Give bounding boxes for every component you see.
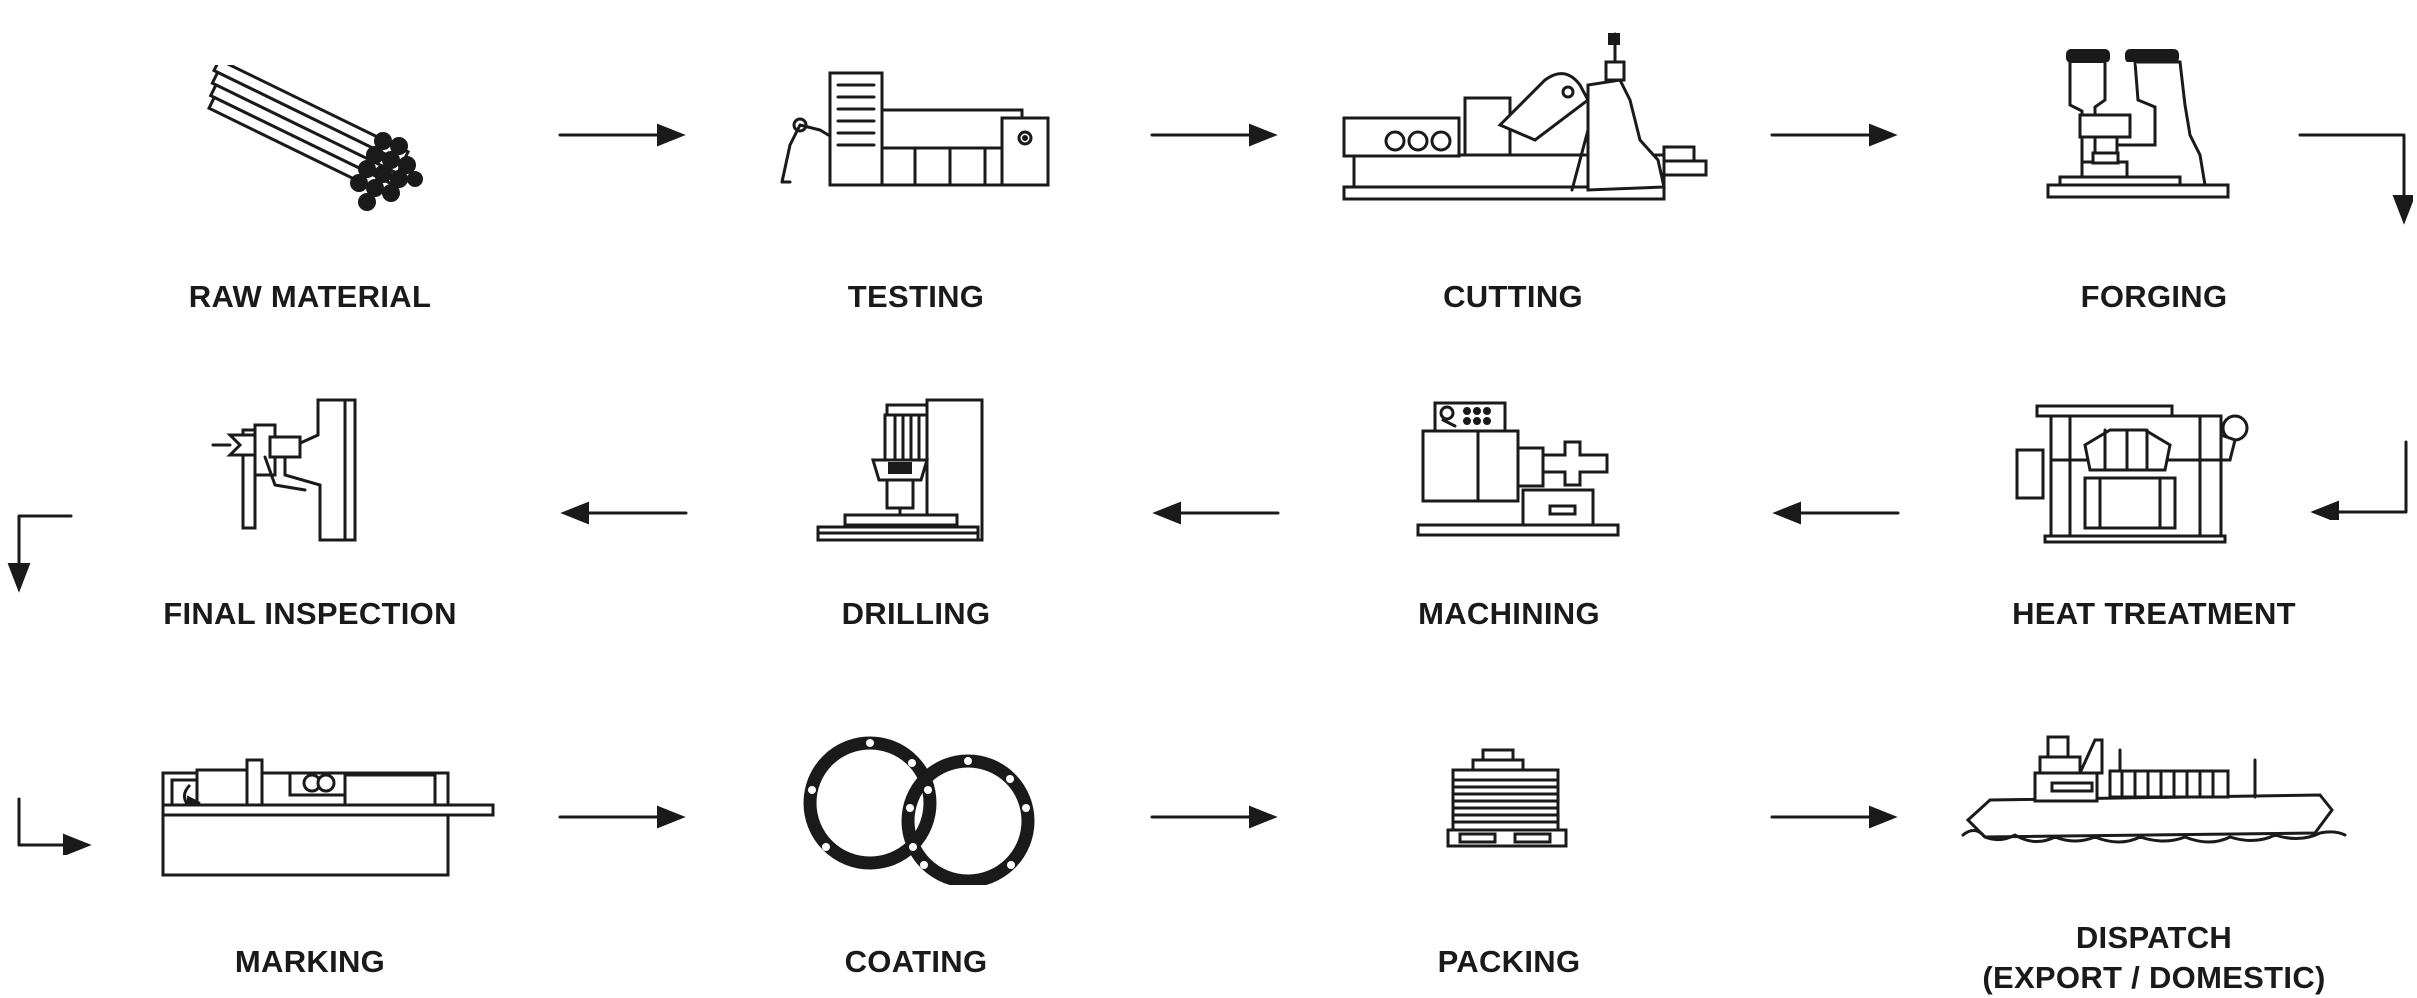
coated-rings-icon bbox=[803, 736, 1035, 885]
stacked-pallet-icon bbox=[1446, 748, 1568, 848]
stage-label: FINAL INSPECTION bbox=[163, 596, 457, 631]
stage-label: MACHINING bbox=[1418, 596, 1600, 631]
arrow-icon bbox=[558, 123, 686, 147]
arrow-icon bbox=[1150, 805, 1278, 829]
stage-label: RAW MATERIAL bbox=[188, 279, 432, 314]
cargo-ship-icon bbox=[1961, 735, 2347, 844]
arrow-icon bbox=[2298, 133, 2413, 225]
drill-press-icon bbox=[816, 398, 984, 542]
stage-label: CUTTING bbox=[1443, 279, 1583, 314]
arrow-icon bbox=[1770, 805, 1898, 829]
lathe-icon bbox=[1416, 401, 1620, 537]
stage-label: FORGING bbox=[2080, 279, 2228, 314]
arrow-icon bbox=[560, 501, 688, 525]
arrow-icon bbox=[1772, 501, 1900, 525]
marking-machine-icon bbox=[161, 758, 495, 877]
inspection-gauge-icon bbox=[211, 398, 357, 542]
stage-label-main: DISPATCH bbox=[2075, 920, 2233, 955]
arrow-icon bbox=[2310, 440, 2408, 520]
arrow-icon bbox=[558, 805, 686, 829]
arrow-icon bbox=[1152, 501, 1280, 525]
cutting-machine-icon bbox=[1342, 32, 1708, 201]
stage-label: TESTING bbox=[847, 279, 985, 314]
stage-label: DRILLING bbox=[841, 596, 991, 631]
arrow-icon bbox=[1150, 123, 1278, 147]
stage-label: PACKING bbox=[1437, 944, 1581, 979]
stage-label-sub: (EXPORT / DOMESTIC) bbox=[1982, 960, 2326, 995]
steel-bars-icon bbox=[207, 65, 423, 211]
stage-label: DISPATCH (EXPORT / DOMESTIC) bbox=[1924, 918, 2384, 998]
stage-label: COATING bbox=[844, 944, 988, 979]
stage-label: MARKING bbox=[234, 944, 386, 979]
testing-machine-icon bbox=[780, 71, 1050, 187]
stage-label: HEAT TREATMENT bbox=[2012, 596, 2296, 631]
arrow-icon bbox=[17, 797, 92, 855]
furnace-icon bbox=[2015, 404, 2249, 544]
forging-press-icon bbox=[2046, 49, 2230, 199]
arrow-icon bbox=[1770, 123, 1898, 147]
arrow-icon bbox=[7, 514, 73, 593]
